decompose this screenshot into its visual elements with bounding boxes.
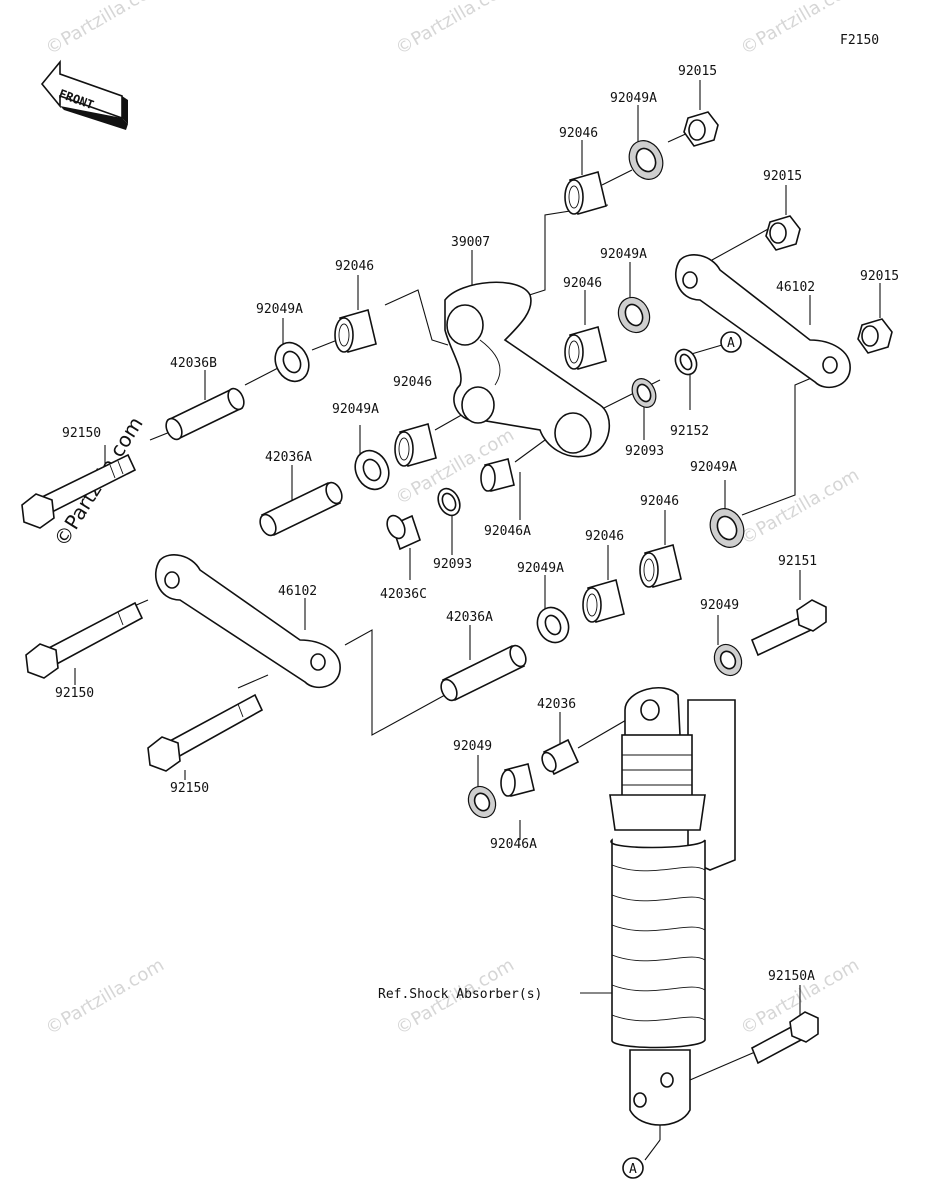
- oil-seal-icon: [713, 643, 743, 677]
- watermark: ©Partzilla.com: [392, 0, 518, 59]
- bolt-icon: [750, 1011, 819, 1065]
- flange-nut-icon: [683, 111, 719, 147]
- bolt-icon: [25, 601, 144, 679]
- part-labels: 92015 92049A 92046 92015 39007 92049A 92…: [55, 64, 899, 1002]
- part-label: 46102: [776, 280, 815, 295]
- watermark: ©Partzilla.com: [737, 465, 863, 550]
- tie-rod-icon: [675, 254, 851, 389]
- needle-bearing-icon: [334, 309, 377, 353]
- watermark: ©Partzilla.com: [42, 0, 168, 59]
- part-label: 92150A: [768, 969, 815, 984]
- spacer-ring-icon: [437, 487, 461, 517]
- part-label: 92150: [170, 781, 209, 796]
- oil-seal-icon: [628, 140, 664, 180]
- part-label: 92046: [559, 126, 598, 141]
- part-label: 42036C: [380, 587, 427, 602]
- part-label: 92049A: [610, 91, 657, 106]
- part-label: 92150: [62, 426, 101, 441]
- needle-bearing-icon: [500, 763, 535, 797]
- callout-a-lower: A: [622, 1157, 644, 1179]
- ref-shock-absorber-label: Ref.Shock Absorber(s): [378, 987, 542, 1002]
- part-label: 92015: [678, 64, 717, 79]
- front-arrow-icon: FRONT: [40, 59, 128, 130]
- part-label: 92152: [670, 424, 709, 439]
- part-label: 39007: [451, 235, 490, 250]
- oil-seal-icon: [274, 341, 310, 383]
- figure-code: F2150: [840, 33, 879, 48]
- part-label: 92049A: [690, 460, 737, 475]
- needle-bearing-icon: [639, 544, 682, 588]
- part-label: 92046A: [490, 837, 537, 852]
- oil-seal-icon: [536, 606, 570, 644]
- part-label: 92049A: [517, 561, 564, 576]
- part-label: 92093: [433, 557, 472, 572]
- part-label: 42036: [537, 697, 576, 712]
- needle-bearing-icon: [480, 458, 515, 492]
- bolt-icon: [750, 599, 827, 657]
- needle-bearing-icon: [582, 579, 625, 623]
- oil-seal-icon: [709, 508, 745, 548]
- part-label: 92151: [778, 554, 817, 569]
- spacer-ring-icon: [674, 348, 698, 376]
- collar-icon: [259, 481, 343, 537]
- needle-bearing-icon: [394, 423, 437, 467]
- callout-a-label: A: [629, 1162, 637, 1177]
- watermark: ©Partzilla.com: [737, 0, 863, 59]
- callout-a-label: A: [727, 336, 735, 351]
- flange-nut-icon: [857, 318, 893, 354]
- part-label: 42036A: [446, 610, 493, 625]
- part-label: 92049: [453, 739, 492, 754]
- shock-absorber-icon: [609, 687, 736, 1126]
- callout-a-upper: A: [720, 331, 742, 353]
- part-label: 92046: [335, 259, 374, 274]
- part-label: 92046: [563, 276, 602, 291]
- part-label: 92046: [585, 529, 624, 544]
- part-label: 92046: [640, 494, 679, 509]
- part-label: 92049: [700, 598, 739, 613]
- part-label: 92049A: [600, 247, 647, 262]
- needle-bearing-icon: [564, 171, 607, 215]
- flange-nut-icon: [765, 215, 801, 251]
- needle-bearing-icon: [564, 326, 607, 370]
- part-label: 46102: [278, 584, 317, 599]
- collar-icon: [165, 387, 245, 441]
- part-label: 92093: [625, 444, 664, 459]
- bolt-icon: [21, 453, 137, 529]
- part-label: 92150: [55, 686, 94, 701]
- part-label: 92049A: [332, 402, 379, 417]
- collar-icon: [541, 738, 580, 776]
- part-label: 92015: [763, 169, 802, 184]
- part-label: 42036A: [265, 450, 312, 465]
- tie-rod-icon: [155, 554, 341, 689]
- part-label: 92046A: [484, 524, 531, 539]
- rocker-arm-icon: [444, 281, 611, 458]
- oil-seal-icon: [467, 785, 497, 819]
- part-label: 92015: [860, 269, 899, 284]
- collar-icon: [440, 644, 527, 702]
- spacer-ring-icon: [631, 378, 657, 408]
- bolt-icon: [147, 693, 264, 772]
- part-label: 42036B: [170, 356, 217, 371]
- oil-seal-icon: [354, 449, 390, 491]
- flanged-collar-icon: [386, 514, 421, 551]
- watermark: ©Partzilla.com: [42, 955, 168, 1040]
- oil-seal-icon: [617, 296, 651, 334]
- part-label: 92046: [393, 375, 432, 390]
- part-label: 92049A: [256, 302, 303, 317]
